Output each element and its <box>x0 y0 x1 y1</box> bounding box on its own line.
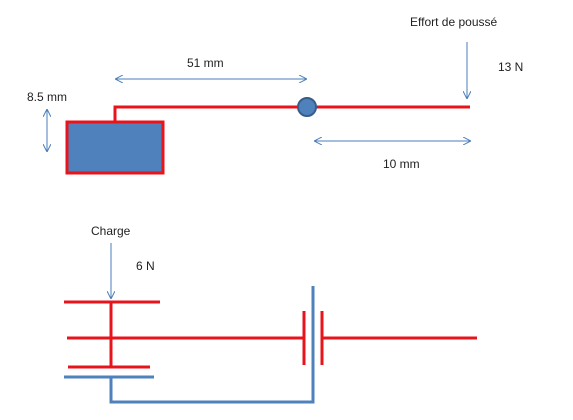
dimension-51mm-label: 51 mm <box>187 56 224 70</box>
pivot-point <box>297 97 317 117</box>
base-frame <box>109 286 315 404</box>
dimension-height-label: 8.5 mm <box>27 90 68 104</box>
lever-arm <box>113 105 470 122</box>
load-title: Charge <box>91 224 131 238</box>
push-force-title: Effort de poussé <box>410 15 498 29</box>
push-force-value: 13 N <box>498 60 524 74</box>
load-value: 6 N <box>136 259 155 273</box>
motor-block <box>65 120 165 175</box>
dimension-10mm-label: 10 mm <box>383 157 420 171</box>
